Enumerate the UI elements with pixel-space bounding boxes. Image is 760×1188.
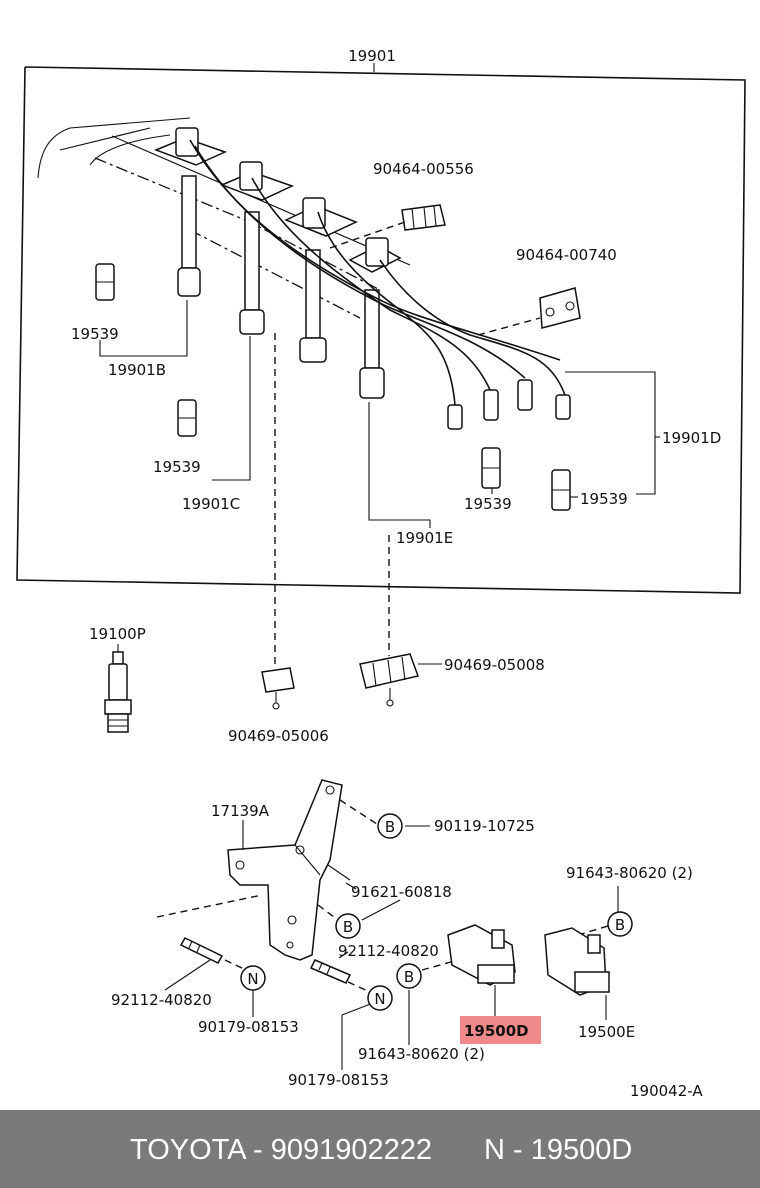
label-bolt-4: 91643-80620 (2) <box>566 864 693 882</box>
clamp-90469-05008 <box>359 653 442 707</box>
head-boots <box>175 127 389 267</box>
coil-19500D <box>447 924 516 1018</box>
stud-1 <box>179 937 224 964</box>
marker-b-1: B <box>377 813 403 839</box>
boot-19539-3 <box>481 447 501 489</box>
label-bracket: 17139A <box>211 802 270 820</box>
vertical-cords <box>177 175 385 399</box>
label-stud-2: 92112-40820 <box>338 942 439 960</box>
label-bolt-2: 91621-60818 <box>351 883 452 901</box>
bracket-17139A <box>227 779 351 961</box>
boot-19539-4 <box>551 469 571 511</box>
label-coil-d: 19500D <box>464 1022 529 1040</box>
label-cord-c: 19901C <box>182 495 240 513</box>
svg-text:N: N <box>247 970 258 988</box>
marker-n-2: N <box>367 985 393 1011</box>
label-stud-1: 92112-40820 <box>111 991 212 1009</box>
leader-lines-lower <box>164 825 619 1070</box>
cord-ends <box>447 379 571 430</box>
engine-head-outline <box>37 117 411 319</box>
label-bolt-1: 90119-10725 <box>434 817 535 835</box>
marker-b-3: B <box>396 963 422 989</box>
label-boot-1: 19539 <box>71 325 119 343</box>
boot-19539-1 <box>95 263 115 301</box>
marker-b-4: B <box>607 911 633 937</box>
cord-set-box <box>16 63 746 594</box>
highlight-19500D <box>460 1016 541 1044</box>
label-clamp-b: 90464-00740 <box>516 246 617 264</box>
footer-bar: TOYOTA - 9091902222 N - 19500D <box>0 1110 760 1188</box>
label-coil-e: 19500E <box>578 1023 635 1041</box>
label-nut-2: 90179-08153 <box>288 1071 389 1089</box>
label-clamp-a: 90464-00556 <box>373 160 474 178</box>
label-plug: 19100P <box>89 625 146 643</box>
marker-n-1: N <box>240 965 266 991</box>
label-boot-4: 19539 <box>580 490 628 508</box>
label-boot-2: 19539 <box>153 458 201 476</box>
svg-text:B: B <box>385 818 395 836</box>
clamp-90464-00556 <box>401 204 446 231</box>
clamp-90464-00740 <box>539 287 581 329</box>
label-bolt-3: 91643-80620 (2) <box>358 1045 485 1063</box>
figure-code: 190042-A <box>630 1082 703 1100</box>
label-cord-d: 19901D <box>662 429 721 447</box>
label-assembly: 19901 <box>348 47 396 65</box>
label-cord-b: 19901B <box>108 361 166 379</box>
leader-lines-top <box>99 300 660 528</box>
label-clamp-d: 90469-05008 <box>444 656 545 674</box>
svg-text:B: B <box>404 968 414 986</box>
svg-text:B: B <box>615 916 625 934</box>
label-nut-1: 90179-08153 <box>198 1018 299 1036</box>
marker-b-2: B <box>335 913 361 939</box>
svg-text:N: N <box>374 990 385 1008</box>
svg-text:B: B <box>343 918 353 936</box>
stud-2 <box>309 959 352 984</box>
label-clamp-c: 90469-05006 <box>228 727 329 745</box>
clamp-90469-05006 <box>261 667 295 710</box>
boot-19539-2 <box>177 399 197 437</box>
label-boot-3: 19539 <box>464 495 512 513</box>
spark-plug <box>104 644 132 733</box>
coil-19500E <box>544 927 610 1020</box>
footer-reference: N - 19500D <box>484 1134 633 1166</box>
parts-diagram: B B B B N N 19901 90464-00556 90464-0074… <box>16 47 746 1100</box>
label-cord-e: 19901E <box>396 529 453 547</box>
footer-part-number: TOYOTA - 9091902222 <box>130 1134 433 1166</box>
